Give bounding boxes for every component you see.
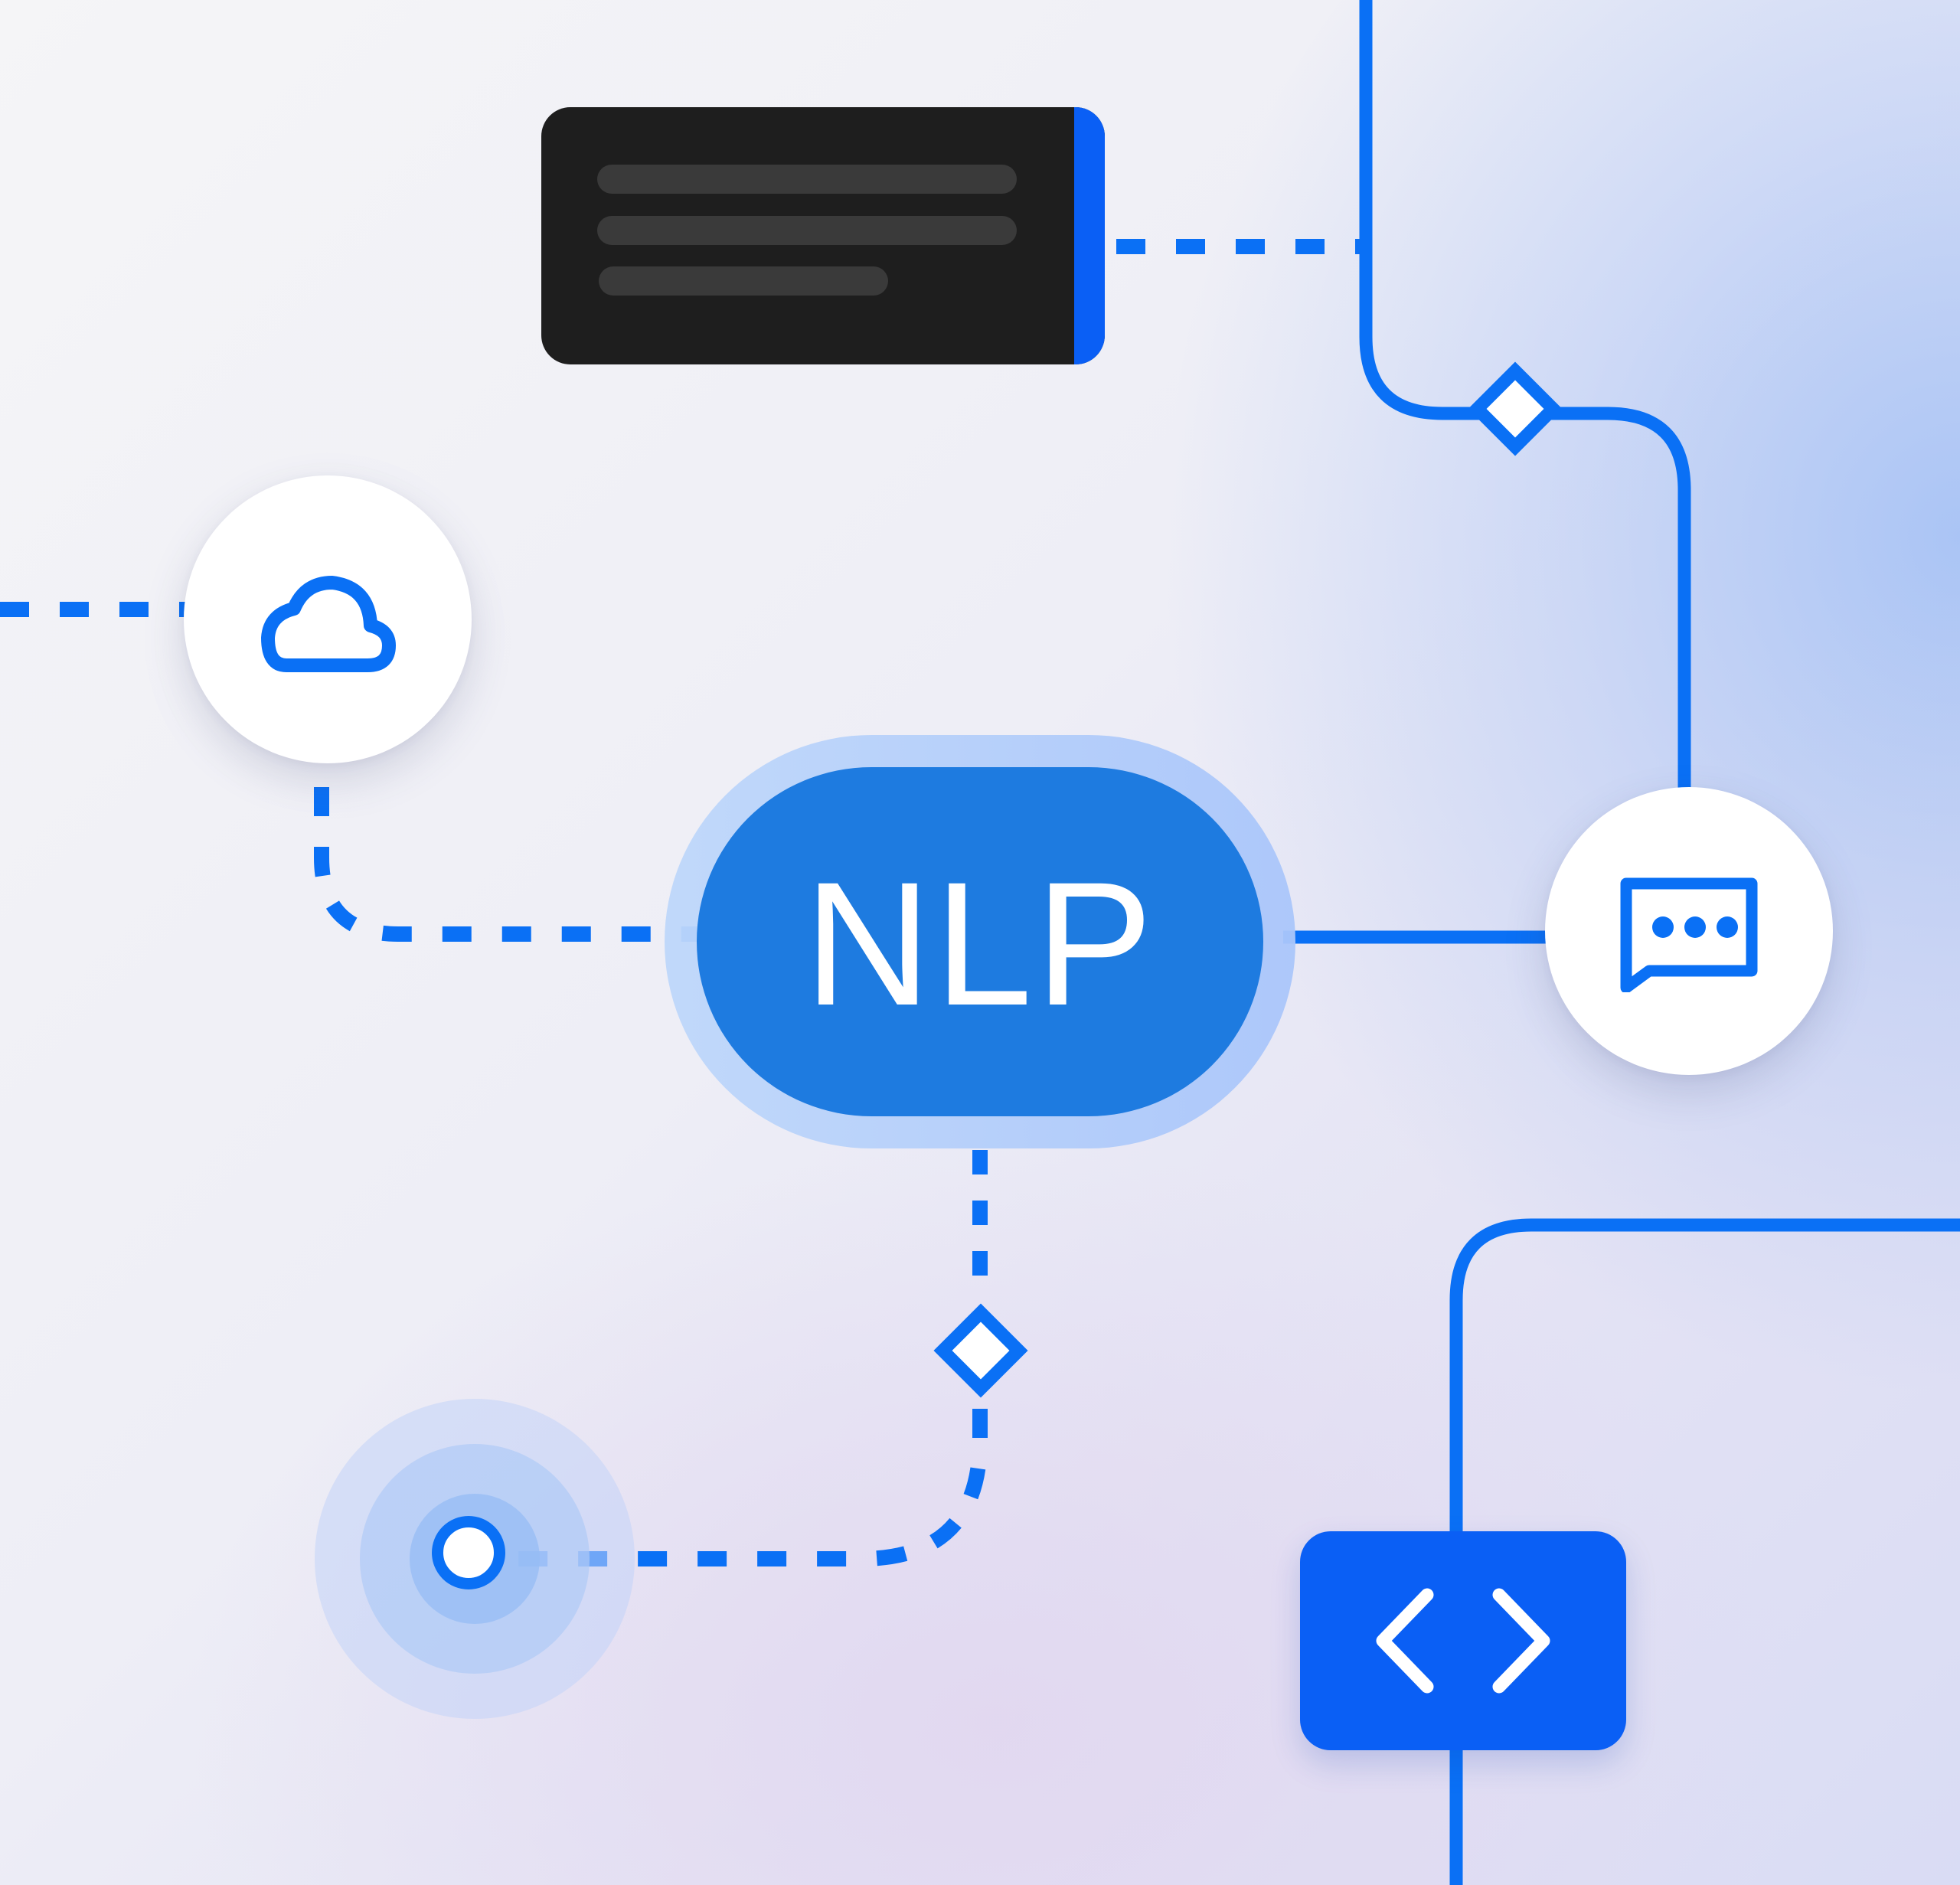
code-brackets-icon: [1376, 1588, 1550, 1694]
nlp-label: NLP: [804, 845, 1156, 1042]
dashed-connector-cloud-nlp: [314, 787, 698, 942]
code-line-bar: [597, 216, 1017, 245]
cloud-icon: [261, 576, 396, 672]
diamond-node-top: [1468, 361, 1563, 456]
code-brackets-button[interactable]: [1300, 1531, 1626, 1750]
diamond-node-bottom: [933, 1303, 1028, 1398]
nlp-node[interactable]: NLP: [697, 767, 1263, 1116]
code-line-bar: [599, 266, 888, 296]
pulse-origin-icon[interactable]: [432, 1516, 505, 1589]
dashed-connector-diamond-pulse: [513, 1409, 988, 1566]
code-editor-card[interactable]: [541, 107, 1105, 364]
card-accent-stripe: [1074, 107, 1105, 364]
solid-connector-right-code: [1449, 1218, 1960, 1885]
chat-node[interactable]: [1545, 787, 1833, 1075]
cloud-node[interactable]: [184, 475, 472, 763]
chat-bubble-icon: [1620, 877, 1758, 992]
code-line-bar: [597, 165, 1017, 194]
